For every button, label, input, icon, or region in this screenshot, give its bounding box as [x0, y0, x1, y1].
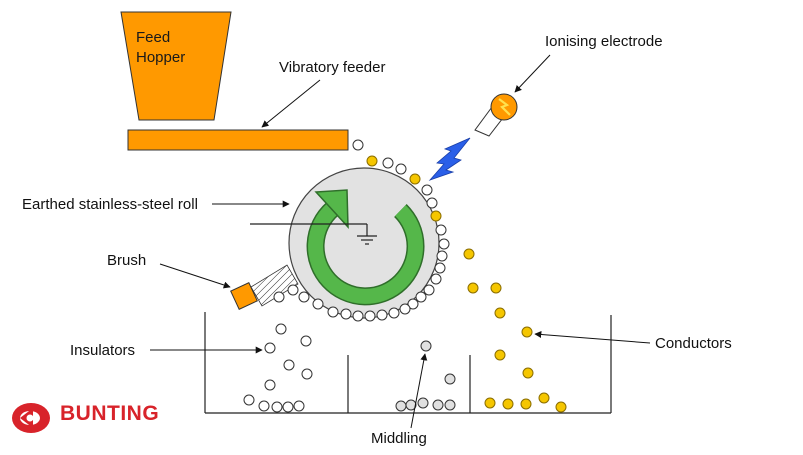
falling-insulators [243, 323, 313, 413]
falling-conductors [463, 248, 567, 413]
feed-hopper-label-line1: Feed [136, 29, 171, 46]
bunting-logo-text: BUNTING [60, 402, 160, 425]
feed-hopper [120, 11, 232, 121]
arrow-conductors [534, 331, 651, 344]
arrow-brush [159, 263, 231, 289]
brush [230, 282, 258, 310]
ionising-electrode [474, 93, 518, 137]
vibratory-feeder [127, 129, 349, 151]
arrow-ionising-electrode [514, 54, 551, 93]
electrode-bolt-icon [498, 98, 511, 116]
bunting-logo-icon [12, 403, 50, 433]
insulator-particles-on-roll [273, 139, 450, 322]
label-arrows [150, 54, 651, 429]
lightning-spark-icon [428, 137, 471, 181]
arrow-vibratory-feeder [261, 79, 321, 128]
conductor-particles-on-roll [366, 155, 442, 222]
feed-hopper-label-line2: Hopper [136, 49, 186, 66]
brush-label: Brush [107, 252, 147, 269]
middling-label: Middling [371, 430, 427, 447]
collection-bins [204, 312, 612, 414]
arrow-middling [410, 353, 428, 429]
feed-hopper-label: Feed Hopper [136, 28, 185, 68]
vibratory-feeder-label: Vibratory feeder [279, 59, 386, 76]
ionising-electrode-label: Ionising electrode [545, 33, 663, 50]
earthed-roll-label: Earthed stainless-steel roll [22, 196, 198, 213]
middling-particles [395, 340, 456, 412]
rotation-arrow-icon [306, 189, 425, 306]
ground-symbol-icon [250, 223, 377, 245]
conductors-label: Conductors [655, 335, 732, 352]
brush-arm [250, 264, 299, 307]
insulators-label: Insulators [70, 342, 136, 359]
